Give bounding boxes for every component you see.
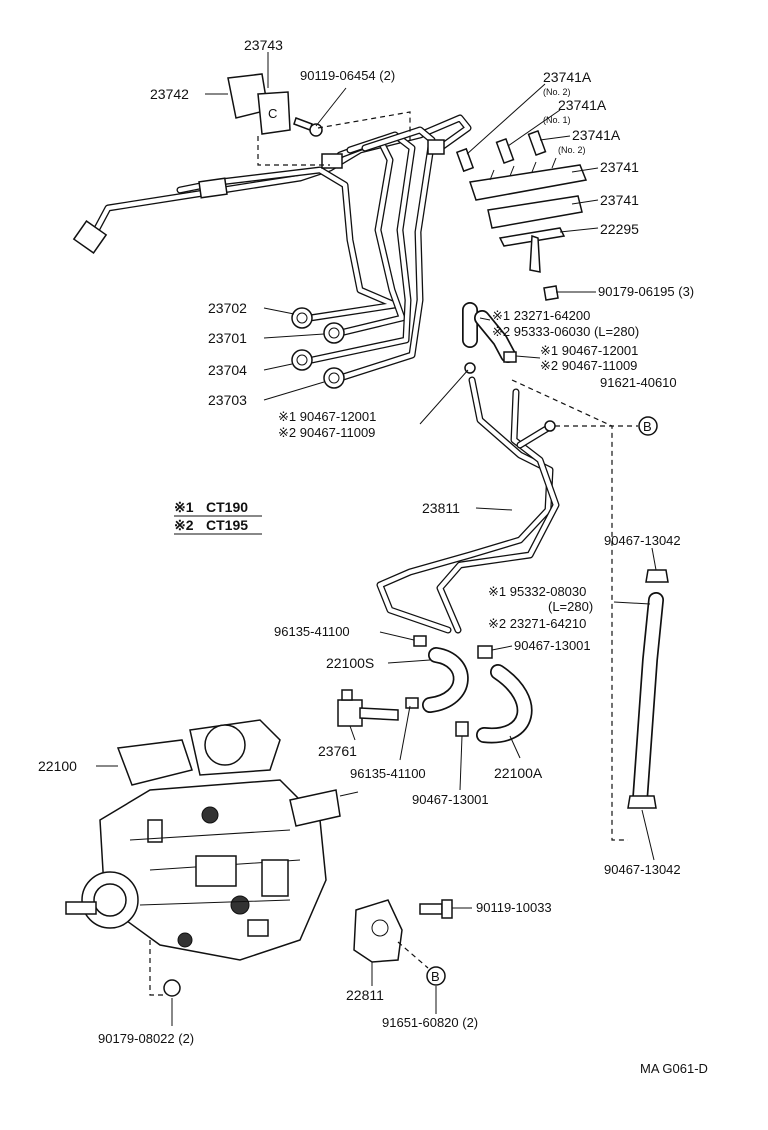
nut-23701 bbox=[323, 322, 345, 344]
callout-23741A-a: 23741A bbox=[543, 69, 592, 85]
callout-90179-08022: 90179-08022 (2) bbox=[98, 1031, 194, 1046]
pipe-nuts bbox=[291, 307, 345, 389]
clips bbox=[405, 569, 669, 809]
ref-b-lower: B bbox=[426, 966, 446, 986]
callout-clip-left-2: ※2 90467-11009 bbox=[278, 425, 375, 440]
fuel-pipe-23811 bbox=[376, 376, 560, 634]
nut-90179-08022 bbox=[163, 979, 181, 997]
callout-clip-left-1: ※1 90467-12001 bbox=[278, 409, 376, 424]
hose-22100A bbox=[476, 664, 533, 744]
injection-pipe-bundle bbox=[72, 114, 472, 382]
clamp-23741-lower bbox=[487, 195, 583, 229]
legend-model-1: CT190 bbox=[206, 499, 248, 515]
callout-23741A-c: 23741A bbox=[572, 127, 621, 143]
ref-b-upper: B bbox=[638, 416, 658, 436]
callout-clip-top-2: ※2 90467-11009 bbox=[540, 358, 637, 373]
callout-hose-mid-1b: (L=280) bbox=[548, 599, 593, 614]
callout-23703: 23703 bbox=[208, 392, 247, 408]
callout-90179-06195: 90179-06195 (3) bbox=[598, 284, 694, 299]
legend-model-2: CT195 bbox=[206, 517, 248, 533]
clamp-23742: C bbox=[227, 73, 291, 135]
callout-90119-10033: 90119-10033 bbox=[476, 900, 552, 915]
fitting-23761 bbox=[337, 689, 399, 727]
callout-clip-top-1: ※1 90467-12001 bbox=[540, 343, 638, 358]
callout-23702: 23702 bbox=[208, 300, 247, 316]
callout-22811: 22811 bbox=[346, 987, 384, 1003]
bolt-90119-06454 bbox=[293, 117, 323, 137]
callout-23743: 23743 bbox=[244, 37, 283, 53]
callout-23701: 23701 bbox=[208, 330, 247, 346]
callout-23741A-b: 23741A bbox=[558, 97, 607, 113]
nut-23704 bbox=[291, 349, 313, 371]
hose-right bbox=[632, 592, 664, 808]
callout-91621-40610: 91621-40610 bbox=[600, 375, 677, 390]
callout-23741A-c-note: (No. 2) bbox=[558, 145, 586, 155]
callout-90467-13042-top: 90467-13042 bbox=[604, 533, 681, 548]
callout-23742: 23742 bbox=[150, 86, 189, 102]
callout-23741A-a-note: (No. 2) bbox=[543, 87, 571, 97]
callout-22100: 22100 bbox=[38, 758, 77, 774]
callout-23761: 23761 bbox=[318, 743, 357, 759]
legend-mark-1: ※1 bbox=[174, 499, 194, 515]
callout-96135-41100-top: 96135-41100 bbox=[274, 624, 350, 639]
callout-23741-lower: 23741 bbox=[600, 192, 639, 208]
leader-lines bbox=[96, 52, 657, 1026]
ref-b-label: B bbox=[643, 419, 652, 434]
callout-hose-top-1: ※1 23271-64200 bbox=[492, 308, 590, 323]
callout-96135-41100-bot: 96135-41100 bbox=[350, 766, 426, 781]
callout-hose-mid-2: ※2 23271-64210 bbox=[488, 616, 586, 631]
callout-90467-13001-bot: 90467-13001 bbox=[412, 792, 489, 807]
callout-23741-upper: 23741 bbox=[600, 159, 639, 175]
nut-23703 bbox=[323, 367, 345, 389]
callout-91651-60820: 91651-60820 (2) bbox=[382, 1015, 478, 1030]
nut-90179-06195 bbox=[543, 285, 559, 301]
callout-23704: 23704 bbox=[208, 362, 247, 378]
hose-22100S bbox=[422, 647, 469, 713]
bracket-22295 bbox=[498, 227, 566, 273]
callout-hose-top-2: ※2 95333-06030 (L=280) bbox=[492, 324, 639, 339]
callout-90119-06454: 90119-06454 (2) bbox=[300, 68, 395, 83]
injection-pump-22100 bbox=[65, 719, 359, 961]
bolt-90119-10033 bbox=[419, 899, 453, 919]
svg-text:C: C bbox=[268, 106, 277, 121]
legend: ※1 CT190 ※2 CT195 bbox=[174, 499, 262, 535]
callout-90467-13001-top: 90467-13001 bbox=[514, 638, 591, 653]
callout-90467-13042-bot: 90467-13042 bbox=[604, 862, 681, 877]
grommets-23741A bbox=[455, 129, 547, 173]
callout-22100A: 22100A bbox=[494, 765, 543, 781]
hose-top bbox=[462, 302, 517, 374]
clamp-23741-upper bbox=[469, 157, 588, 201]
nut-23702 bbox=[291, 307, 313, 329]
callout-23811: 23811 bbox=[422, 500, 460, 516]
callout-23741A-b-note: (No. 1) bbox=[543, 115, 571, 125]
diagram-code: MA G061-D bbox=[640, 1061, 708, 1076]
bracket-22811 bbox=[353, 899, 403, 963]
legend-mark-2: ※2 bbox=[174, 517, 194, 533]
callout-22295: 22295 bbox=[600, 221, 639, 237]
callout-hose-mid-1: ※1 95332-08030 bbox=[488, 584, 586, 599]
ref-b-label: B bbox=[431, 969, 440, 984]
callout-22100S: 22100S bbox=[326, 655, 374, 671]
